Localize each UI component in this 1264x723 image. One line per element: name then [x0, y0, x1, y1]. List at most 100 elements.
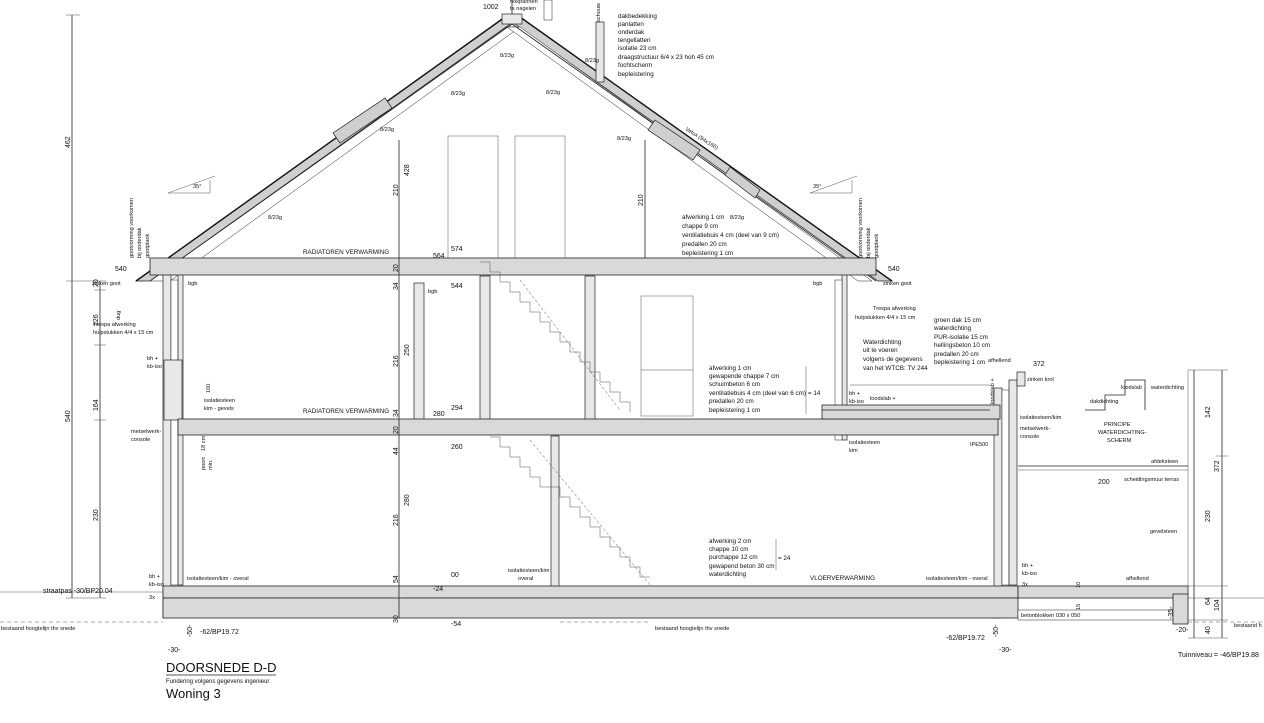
roof: [134, 0, 894, 282]
existing-level-label: bestaand hoogtelijn thv snede: [1, 626, 75, 632]
gate-label: poort: [201, 457, 207, 470]
level-attic-left: 574: [451, 246, 463, 253]
dim-372: 372: [1214, 460, 1221, 472]
spec-line: bepleistering 1 cm: [682, 250, 733, 257]
dim-104: 104: [1214, 599, 1221, 611]
spec-line: onderdak: [618, 29, 645, 36]
dims-left: 462 20 126 540 164 230: [65, 14, 106, 599]
rafter-tag: 8/23g: [500, 53, 514, 59]
gate-dim: 18 cm: [201, 435, 207, 451]
cap-stone-label: afdeksteen: [1151, 459, 1178, 465]
spec-line: chappe 10 cm: [709, 546, 749, 553]
trespa-label: hulpstukken 4/4 x 15 cm: [855, 315, 916, 321]
partition-wall-label: scheidingsmuur terras: [1124, 477, 1179, 483]
dim-230: 230: [93, 509, 100, 521]
spec-line: bepleistering 1 cm: [934, 359, 985, 366]
loodslab-label: loodslab +: [870, 396, 896, 402]
slope-label: 35°: [813, 184, 821, 190]
spec-line: chappe 9 cm: [682, 223, 718, 230]
note-line: uit te voeren: [863, 347, 898, 354]
dim-15: 15: [1076, 604, 1082, 610]
spec-line: draagstructuur 6/4 x 23 hoh 45 cm: [618, 54, 714, 61]
spec-line: waterdichting: [708, 571, 747, 578]
house-number: Woning 3: [166, 686, 221, 701]
dim-20: 20: [393, 426, 400, 434]
spec-line: fochtscherm: [618, 62, 652, 69]
rafter-tag: 8/23g: [585, 58, 599, 64]
bh-label: kb-iso: [849, 399, 864, 405]
principle-label: PRINCIPE: [1104, 422, 1131, 428]
insulation-label: isolatiesteen/kim: [508, 568, 550, 574]
roofseal-label: dakdichting: [1090, 399, 1118, 405]
spec-line: afwerking 2 cm: [709, 538, 751, 545]
spec-line: schuimbeton 6 cm: [709, 381, 760, 388]
gutter-note: gootplank: [874, 234, 880, 258]
bh-label: kb-iso: [149, 582, 164, 588]
bh-label: bh +: [849, 391, 860, 397]
dim-20: 20: [93, 279, 100, 287]
bh-label: kb-iso: [147, 364, 162, 370]
waterproof-note: Waterdichting uit te voeren volgens de g…: [863, 339, 928, 372]
insulation-label: isolatiesteen/kim - overal: [187, 576, 249, 582]
spec-line: panlatten: [618, 21, 644, 28]
walls: [162, 271, 1018, 619]
zinc-gutter-label: zinken goot: [883, 281, 912, 287]
dims-mid: 428 210 20 34 250 216 34 20 44 280 216 5…: [393, 140, 646, 623]
top-label: schouw: [596, 2, 602, 22]
dim-210: 210: [393, 184, 400, 196]
gutter-note: gootvorming voorkomen: [129, 198, 135, 258]
trespa-label: Trespa afwerking: [93, 322, 136, 328]
gutter-note: bij onderdak: [866, 227, 872, 258]
level-attic-mid: 564: [433, 253, 445, 260]
gutter-note: bij onderdak: [137, 227, 143, 258]
zinc-roll-label: zinken krol: [1027, 377, 1054, 383]
dim-280: 280: [404, 494, 411, 506]
drawing-title: DOORSNEDE D-D: [166, 660, 277, 675]
bh-label: bh +: [149, 574, 160, 580]
loodslab-label: loodslab +: [990, 378, 996, 404]
spec-line: isolatie 23 cm: [618, 45, 657, 52]
slope-label: 35°: [193, 184, 201, 190]
spec-sum: = 24: [778, 555, 791, 562]
spec-line: gewapend beton 30 cm: [709, 563, 774, 570]
rafter-tag: 8/23g: [617, 136, 631, 142]
labels: RADIATOREN VERWARMING RADIATOREN VERWARM…: [1, 127, 1262, 632]
level-minus50: -50-: [993, 624, 1000, 637]
drawing-subtitle: Fundering volgens gegevens ingenieur: [166, 679, 269, 685]
dim-30: 30: [393, 615, 400, 623]
insulation-label: kim: [849, 448, 858, 454]
dim-540: 540: [65, 410, 72, 422]
existing-level-label: bestaand h: [1234, 623, 1262, 629]
dim-216: 216: [393, 514, 400, 526]
level-ground-sub: -24: [433, 586, 443, 593]
spec-line: PUR-isolatie 15 cm: [934, 334, 988, 341]
spec-line: ventilatiebuis 4 cm (deel van 6 cm): [709, 390, 806, 397]
dim-126: 126: [93, 314, 100, 326]
spec-line: hellingsbeton 10 cm: [934, 342, 990, 349]
level-minus20: -20-: [1176, 627, 1189, 634]
gutter-note: gootplank: [145, 234, 151, 258]
title-block: DOORSNEDE D-D Fundering volgens gegevens…: [166, 660, 277, 701]
green-roof-spec: groen dak 15 cm waterdichting PUR-isolat…: [933, 317, 990, 366]
rafter-tag: 8/23g: [730, 215, 744, 221]
level-eave-left: 540: [115, 266, 127, 273]
dim-428: 428: [404, 164, 411, 176]
dim-462: 462: [65, 136, 72, 148]
masonry-label: console: [131, 437, 150, 443]
first-floor-spec: afwerking 1 cm gewapende chappe 7 cm sch…: [709, 365, 821, 414]
spec-line: predallen 20 cm: [934, 351, 979, 358]
dim-230: 230: [1205, 510, 1212, 522]
level-ground: 00: [451, 572, 459, 579]
spec-line: dakbedekking: [618, 13, 657, 20]
floor-heating-label: VLOERVERWARMING: [810, 575, 875, 582]
dim-10: 10: [1076, 582, 1082, 588]
level-top: 1002: [483, 4, 499, 11]
level-wall-top: 200: [1098, 479, 1110, 486]
bgb-label: bgb: [188, 281, 197, 287]
dim-40: 40: [1205, 626, 1212, 634]
slope-note: afhellend: [988, 358, 1011, 364]
bh-label: kb-iso: [1022, 571, 1037, 577]
spec-line: ventilatiebuis 4 cm (deel van 9 cm): [682, 232, 779, 239]
spec-line: afwerking 1 cm: [709, 365, 751, 372]
principle-label: WATERDICHTING-: [1098, 430, 1147, 436]
